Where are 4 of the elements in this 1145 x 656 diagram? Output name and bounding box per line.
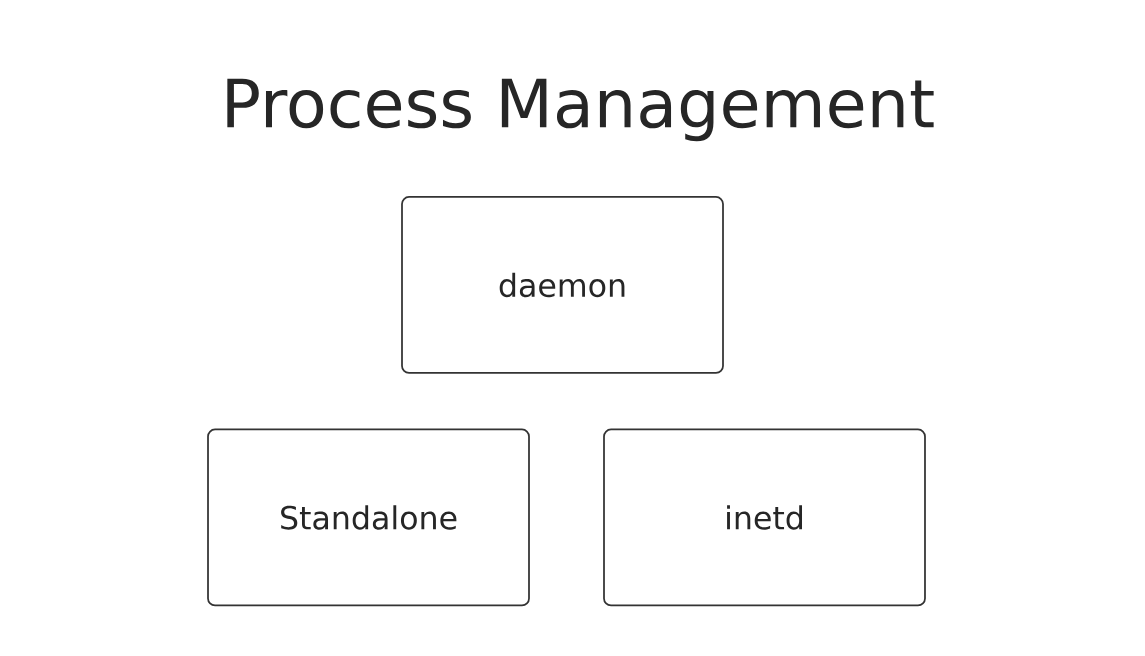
- process-box: Standalone: [207, 428, 530, 607]
- process-box: daemon: [401, 196, 724, 374]
- process-box: inetd: [603, 428, 926, 607]
- title: Process Management: [227, 78, 934, 142]
